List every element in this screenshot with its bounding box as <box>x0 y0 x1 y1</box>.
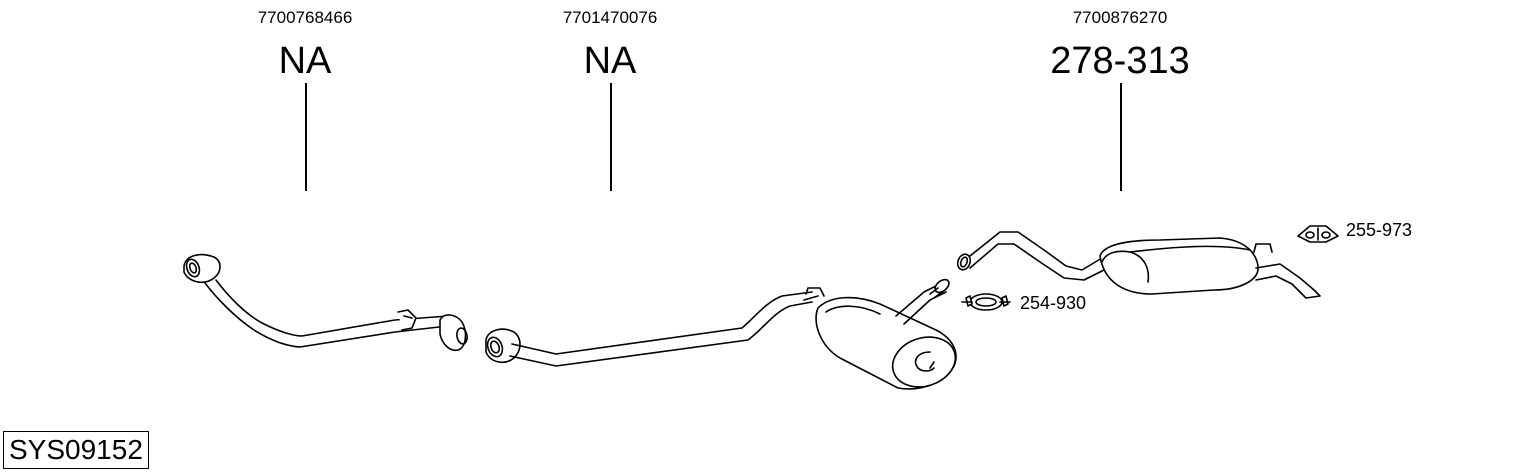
oem-number-middle-section: 7701470076 <box>562 8 658 27</box>
part-number-rubber-mount[interactable]: 255-973 <box>1346 220 1413 240</box>
pipe-clamp-icon[interactable] <box>961 293 1011 311</box>
part-number-middle-section[interactable]: NA <box>583 40 637 82</box>
leader-line-front-pipe <box>305 83 307 191</box>
front-pipe[interactable] <box>183 253 468 352</box>
oem-number-front-pipe: 7700768466 <box>257 8 353 27</box>
oem-number-rear-silencer: 7700876270 <box>1072 8 1168 27</box>
system-id-box: SYS09152 <box>3 431 149 469</box>
centre-silencer <box>815 296 957 390</box>
part-number-pipe-clamp[interactable]: 254-930 <box>1020 293 1087 313</box>
rubber-mount-icon[interactable] <box>1297 225 1339 243</box>
part-number-front-pipe[interactable]: NA <box>278 40 332 82</box>
front-pipe-inlet-flange <box>183 253 221 284</box>
leader-line-middle-section <box>610 83 612 191</box>
leader-line-rear-silencer <box>1120 83 1122 191</box>
part-number-rear-silencer[interactable]: 278-313 <box>1050 40 1190 82</box>
front-pipe-outlet-flange <box>439 314 468 352</box>
rear-silencer[interactable] <box>956 231 1321 299</box>
middle-section[interactable] <box>485 277 962 395</box>
